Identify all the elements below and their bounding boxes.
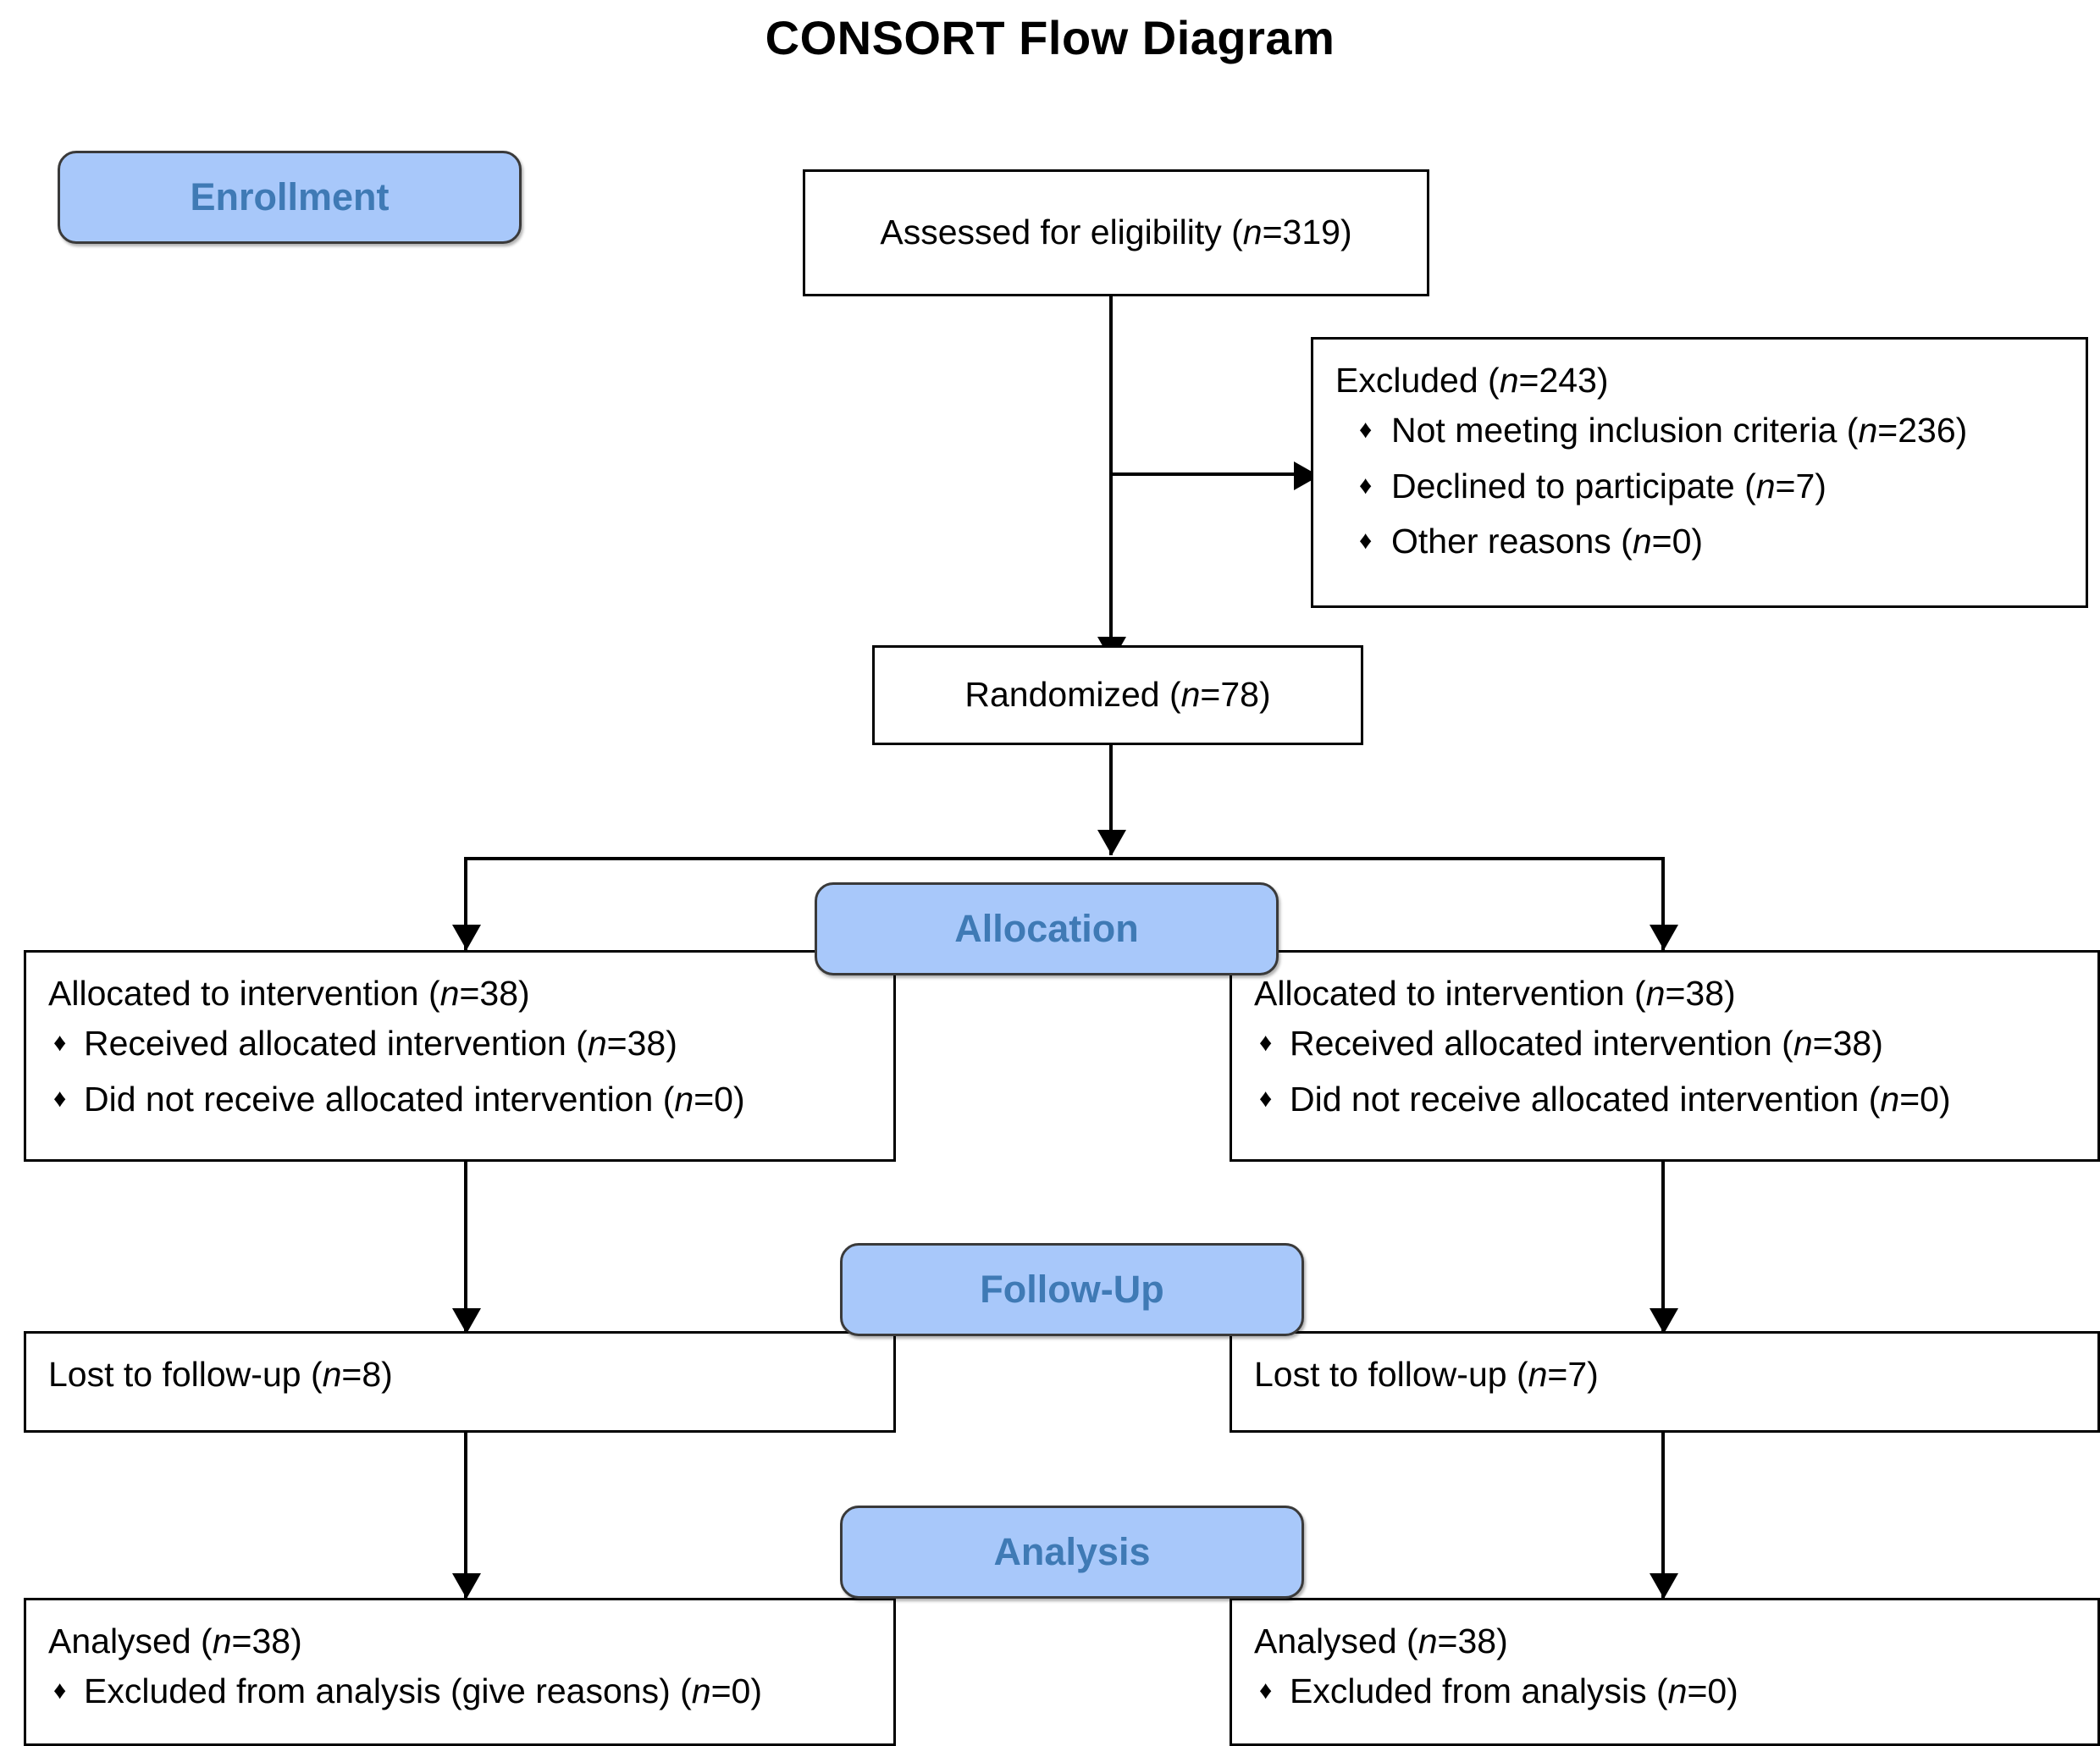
connector-split-left-down (464, 857, 467, 950)
n-variable: n (322, 1355, 342, 1394)
connector-assessed-to-randomized (1109, 296, 1113, 660)
n-variable: n (1418, 1622, 1438, 1660)
diamond-bullet-icon: ♦ (1259, 1677, 1273, 1705)
n-variable: n (1242, 213, 1263, 252)
diamond-bullet-icon: ♦ (1359, 471, 1373, 500)
n-variable: n (674, 1079, 694, 1119)
excluded-reasons-list: ♦Not meeting inclusion criteria (n=236) … (1335, 408, 2064, 564)
connector-alloc-left-to-follow (464, 1162, 467, 1331)
list-item: ♦Excluded from analysis (n=0) (1254, 1669, 2075, 1714)
connector-split-horizontal (464, 857, 1665, 860)
diamond-bullet-icon: ♦ (53, 1677, 67, 1705)
n-variable: n (1528, 1355, 1548, 1394)
list-item: ♦Received allocated intervention (n=38) (1254, 1021, 2075, 1066)
followup-left-heading: Lost to follow-up (n=8) (48, 1355, 393, 1394)
assessed-heading: Assessed for eligibility (n=319) (880, 213, 1352, 252)
node-randomized: Randomized (n=78) (872, 645, 1363, 745)
diamond-bullet-icon: ♦ (1259, 1084, 1273, 1113)
analysed-left-list: ♦Excluded from analysis (give reasons) (… (48, 1669, 871, 1714)
arrowhead-analysis-left (452, 1573, 481, 1599)
excluded-heading: Excluded (n=243) (1335, 361, 1609, 400)
connector-to-excluded (1109, 472, 1297, 476)
n-variable: n (1755, 466, 1776, 506)
diamond-bullet-icon: ♦ (53, 1029, 67, 1058)
n-variable: n (587, 1024, 607, 1064)
followup-right-heading: Lost to follow-up (n=7) (1254, 1355, 1599, 1394)
phase-badge-analysis: Analysis (840, 1506, 1304, 1599)
diamond-bullet-icon: ♦ (1259, 1029, 1273, 1058)
arrowhead-follow-right (1650, 1308, 1678, 1334)
node-analysed-right: Analysed (n=38) ♦Excluded from analysis … (1230, 1598, 2100, 1746)
list-item: ♦Received allocated intervention (n=38) (48, 1021, 871, 1066)
node-analysed-left: Analysed (n=38) ♦Excluded from analysis … (24, 1598, 896, 1746)
node-assessed-for-eligibility: Assessed for eligibility (n=319) (803, 169, 1429, 296)
connector-split-right-down (1661, 857, 1665, 950)
diamond-bullet-icon: ♦ (1359, 416, 1373, 445)
phase-badge-enrollment: Enrollment (58, 151, 522, 244)
list-item: ♦Not meeting inclusion criteria (n=236) (1335, 408, 2064, 453)
n-variable: n (1793, 1024, 1813, 1064)
node-excluded: Excluded (n=243) ♦Not meeting inclusion … (1311, 337, 2088, 608)
phase-badge-allocation: Allocation (815, 882, 1279, 975)
connector-alloc-right-to-follow (1661, 1162, 1665, 1331)
arrowhead-analysis-right (1650, 1573, 1678, 1599)
allocated-left-list: ♦Received allocated intervention (n=38) … (48, 1021, 871, 1122)
connector-follow-left-to-analysis (464, 1433, 467, 1598)
node-allocated-left: Allocated to intervention (n=38) ♦Receiv… (24, 950, 896, 1162)
n-variable: n (691, 1671, 711, 1711)
allocated-right-heading: Allocated to intervention (n=38) (1254, 974, 1736, 1013)
n-variable: n (1632, 521, 1652, 561)
analysed-left-heading: Analysed (n=38) (48, 1622, 302, 1660)
connector-randomized-down (1109, 745, 1113, 855)
randomized-heading: Randomized (n=78) (964, 675, 1271, 715)
list-item: ♦Other reasons (n=0) (1335, 519, 2064, 564)
n-variable: n (212, 1622, 232, 1660)
n-variable: n (1858, 411, 1878, 450)
list-item: ♦Declined to participate (n=7) (1335, 464, 2064, 509)
arrowhead-follow-left (452, 1308, 481, 1334)
allocated-right-list: ♦Received allocated intervention (n=38) … (1254, 1021, 2075, 1122)
list-item: ♦Did not receive allocated intervention … (1254, 1077, 2075, 1122)
arrowhead-alloc-right (1650, 925, 1678, 950)
diamond-bullet-icon: ♦ (1359, 526, 1373, 555)
connector-follow-right-to-analysis (1661, 1433, 1665, 1598)
list-item: ♦Did not receive allocated intervention … (48, 1077, 871, 1122)
n-variable: n (1667, 1671, 1688, 1711)
allocated-left-heading: Allocated to intervention (n=38) (48, 974, 530, 1013)
n-variable: n (1645, 974, 1666, 1013)
node-lost-followup-left: Lost to follow-up (n=8) (24, 1331, 896, 1433)
diamond-bullet-icon: ♦ (53, 1084, 67, 1113)
n-variable: n (439, 974, 460, 1013)
analysed-right-heading: Analysed (n=38) (1254, 1622, 1508, 1660)
n-variable: n (1180, 675, 1201, 715)
analysed-right-list: ♦Excluded from analysis (n=0) (1254, 1669, 2075, 1714)
n-variable: n (1880, 1079, 1900, 1119)
arrowhead-alloc-left (452, 925, 481, 950)
list-item: ♦Excluded from analysis (give reasons) (… (48, 1669, 871, 1714)
phase-badge-followup: Follow-Up (840, 1243, 1304, 1336)
node-lost-followup-right: Lost to follow-up (n=7) (1230, 1331, 2100, 1433)
arrowhead-split-junction (1097, 830, 1126, 855)
node-allocated-right: Allocated to intervention (n=38) ♦Receiv… (1230, 950, 2100, 1162)
page-title: CONSORT Flow Diagram (765, 11, 1335, 64)
n-variable: n (1499, 361, 1519, 400)
